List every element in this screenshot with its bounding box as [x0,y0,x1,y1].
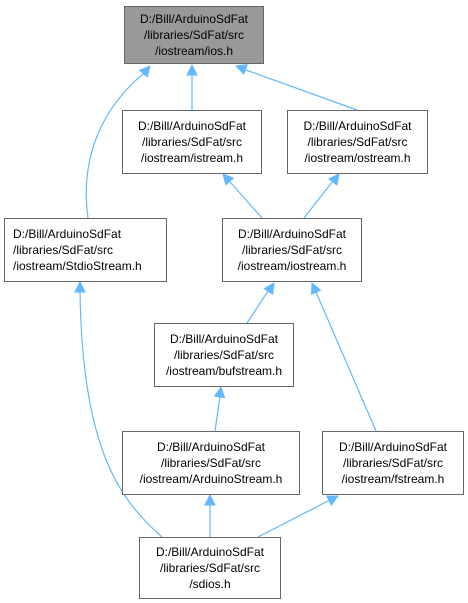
node-bufstream-line-3: /iostream/bufstream.h [165,364,283,378]
node-stdiostream-line-3: /iostream/StdioStream.h [13,259,142,273]
edge-arrowhead [234,64,248,76]
node-ostream-line-1: D:/Bill/ArduinoSdFat [303,119,412,133]
edge-line [303,181,333,219]
node-stdiostream-h[interactable]: D:/Bill/ArduinoSdFat /libraries/SdFat/sr… [4,218,167,282]
node-arduinostream-line-3: /iostream/ArduinoStream.h [139,472,283,486]
node-fstream-h[interactable]: D:/Bill/ArduinoSdFat /libraries/SdFat/sr… [322,431,464,495]
node-arduinostream-h[interactable]: D:/Bill/ArduinoSdFat /libraries/SdFat/sr… [122,431,300,495]
edge-arduino-to-bufstream [213,385,226,432]
edge-bufstream-to-iostream [246,282,275,324]
node-arduinostream-line-2: /libraries/SdFat/src [160,456,262,470]
node-fstream-line-3: /iostream/fstream.h [341,472,445,486]
edge-arrowhead [204,493,216,506]
node-iostream-line-2: /libraries/SdFat/src [241,243,343,257]
node-arduinostream-line-1: D:/Bill/ArduinoSdFat [156,440,266,454]
node-ostream-line-3: /iostream/ostream.h [304,151,411,165]
edge-line [214,395,221,432]
edge-arrowhead [310,281,322,295]
edge-arrowhead [138,65,151,78]
edge-line [315,291,377,432]
edge-line [229,181,263,219]
edge-arrowhead [263,282,275,296]
node-sdios-line-3: /sdios.h [189,577,231,591]
edge-iostream-to-istream [222,173,263,219]
edge-sdios-to-arduino [204,493,216,537]
node-iostream-h[interactable]: D:/Bill/ArduinoSdFat /libraries/SdFat/sr… [222,218,362,282]
edge-line [79,289,163,538]
node-iostream-line-3: /iostream/iostream.h [237,259,347,273]
node-ios-h[interactable]: D:/Bill/ArduinoSdFat /libraries/SdFat/sr… [124,6,264,64]
node-fstream-line-2: /libraries/SdFat/src [342,456,444,470]
edge-fstream-to-iostream [310,281,377,432]
edge-iostream-to-ostream [303,173,340,219]
node-stdiostream-line-2: /libraries/SdFat/src [13,243,114,257]
node-ostream-line-2: /libraries/SdFat/src [307,135,408,149]
node-sdios-h[interactable]: D:/Bill/ArduinoSdFat /libraries/SdFat/sr… [139,537,281,599]
edge-arrowhead [325,495,339,506]
edge-istream-to-ios [186,63,198,110]
node-bufstream-h[interactable]: D:/Bill/ArduinoSdFat /libraries/SdFat/sr… [154,323,294,387]
node-istream-h[interactable]: D:/Bill/ArduinoSdFat /libraries/SdFat/sr… [122,110,262,174]
edge-sdios-to-stdio [74,280,163,538]
node-bufstream-line-1: D:/Bill/ArduinoSdFat [169,332,279,346]
edge-line [246,290,269,324]
node-istream-line-2: /libraries/SdFat/src [141,135,243,149]
node-ostream-h[interactable]: D:/Bill/ArduinoSdFat /libraries/SdFat/sr… [287,110,428,174]
node-ios-line-2: /libraries/SdFat/src [143,28,245,42]
edge-arrowhead [222,173,235,186]
edge-arrowhead [186,63,198,76]
edge-ostream-to-ios [234,64,358,111]
node-fstream-line-1: D:/Bill/ArduinoSdFat [338,440,448,454]
edge-arrowhead [213,385,226,399]
edge-line [257,499,331,538]
node-istream-line-1: D:/Bill/ArduinoSdFat [137,119,247,133]
node-stdiostream-line-1: D:/Bill/ArduinoSdFat [13,227,122,241]
edge-line [85,72,145,219]
node-ios-line-3: /iostream/ios.h [154,44,234,58]
node-iostream-line-1: D:/Bill/ArduinoSdFat [237,227,347,241]
node-bufstream-line-2: /libraries/SdFat/src [173,348,275,362]
node-ios-line-1: D:/Bill/ArduinoSdFat [139,12,249,26]
node-sdios-line-1: D:/Bill/ArduinoSdFat [155,545,265,559]
node-sdios-line-2: /libraries/SdFat/src [159,561,261,575]
edge-arrowhead [328,173,340,186]
node-istream-line-3: /iostream/istream.h [140,151,244,165]
edge-stdio-to-ios [85,65,151,219]
edge-sdios-to-fstream [257,495,339,538]
edge-line [245,69,358,111]
edge-arrowhead [74,280,86,293]
